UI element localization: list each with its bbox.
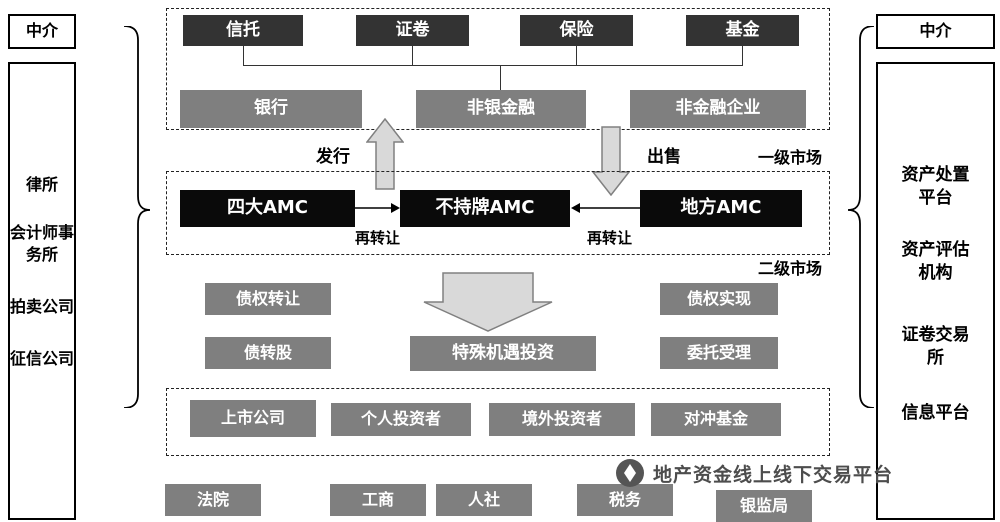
- left-brace: [123, 26, 151, 408]
- connector-line: [243, 46, 244, 66]
- business-box-debt-realization: 债权实现: [660, 283, 778, 315]
- government-box-human-resources: 人社: [436, 484, 532, 516]
- left-intermediary-item: 会计师事 务所: [10, 223, 75, 264]
- investor-box-hedge-fund: 对冲基金: [651, 403, 781, 436]
- institution-box-bank: 银行: [180, 90, 362, 128]
- transfer-arrow-right: [355, 203, 400, 213]
- left-intermediary-item: 律所: [25, 175, 58, 194]
- institution-box-nonfinancial: 非金融企业: [630, 90, 806, 128]
- watermark-text: 地产资金线上线下交易平台: [653, 463, 894, 486]
- right-intermediary-item: 资产处置 平台: [901, 165, 970, 208]
- right-intermediary-list: 资产处置 平台 资产评估 机构 证卷交易 所 信息平台: [876, 62, 995, 520]
- business-box-entrusted: 委托受理: [660, 337, 778, 369]
- investor-box-listed-company: 上市公司: [190, 400, 316, 437]
- government-box-tax: 税务: [577, 484, 673, 516]
- institution-box-insurance: 保险: [520, 15, 633, 46]
- resell-label: 再转让: [354, 229, 400, 247]
- sell-label: 出售: [647, 147, 681, 167]
- government-box-court: 法院: [165, 484, 261, 516]
- primary-market-label: 一级市场: [757, 148, 822, 167]
- watermark-logo-icon: [616, 459, 644, 487]
- institution-box-securities: 证卷: [356, 15, 469, 46]
- financial-institutions-group: [166, 8, 830, 130]
- investor-box-overseas: 境外投资者: [489, 403, 635, 436]
- business-box-debt-to-equity: 债转股: [205, 337, 331, 369]
- business-box-special-opportunity: 特殊机遇投资: [410, 336, 596, 371]
- amc-box-big4: 四大AMC: [180, 190, 355, 227]
- left-intermediary-item: 征信公司: [10, 349, 75, 368]
- left-intermediary-item: 拍卖公司: [10, 297, 75, 316]
- investor-box-individual: 个人投资者: [331, 403, 471, 436]
- amc-group: [166, 171, 830, 255]
- government-box-cbrc: 银监局: [716, 490, 812, 522]
- institution-box-fund: 基金: [686, 15, 799, 46]
- connector-line: [742, 46, 743, 66]
- flow-arrow-down: [423, 272, 553, 332]
- institution-box-nonbank: 非银金融: [416, 90, 586, 128]
- business-box-debt-transfer: 债权转让: [205, 283, 331, 315]
- left-intermediary-header: 中介: [8, 14, 76, 49]
- right-intermediary-item: 资产评估 机构: [901, 240, 970, 283]
- transfer-arrow-left: [571, 203, 640, 213]
- secondary-market-label: 二级市场: [757, 259, 822, 278]
- investors-group: [166, 388, 830, 456]
- amc-box-unlicensed: 不持牌AMC: [400, 190, 570, 227]
- amc-box-local: 地方AMC: [640, 190, 802, 227]
- right-intermediary-header: 中介: [876, 14, 995, 49]
- connector-line: [576, 46, 577, 66]
- connector-line: [243, 65, 743, 66]
- left-intermediary-list: 律所 会计师事 务所 拍卖公司 征信公司: [8, 62, 76, 520]
- right-intermediary-item: 信息平台: [901, 403, 970, 423]
- institution-box-trust: 信托: [183, 15, 303, 46]
- issue-label: 发行: [316, 147, 350, 167]
- resell-label: 再转让: [586, 229, 632, 247]
- connector-line: [412, 46, 413, 66]
- connector-line: [500, 66, 501, 90]
- watermark: 地产资金线上线下交易平台: [615, 458, 893, 488]
- right-brace: [847, 26, 875, 408]
- government-box-industry-commerce: 工商: [330, 484, 426, 516]
- sell-arrow-down: [592, 126, 630, 196]
- right-intermediary-item: 证卷交易 所: [901, 325, 970, 368]
